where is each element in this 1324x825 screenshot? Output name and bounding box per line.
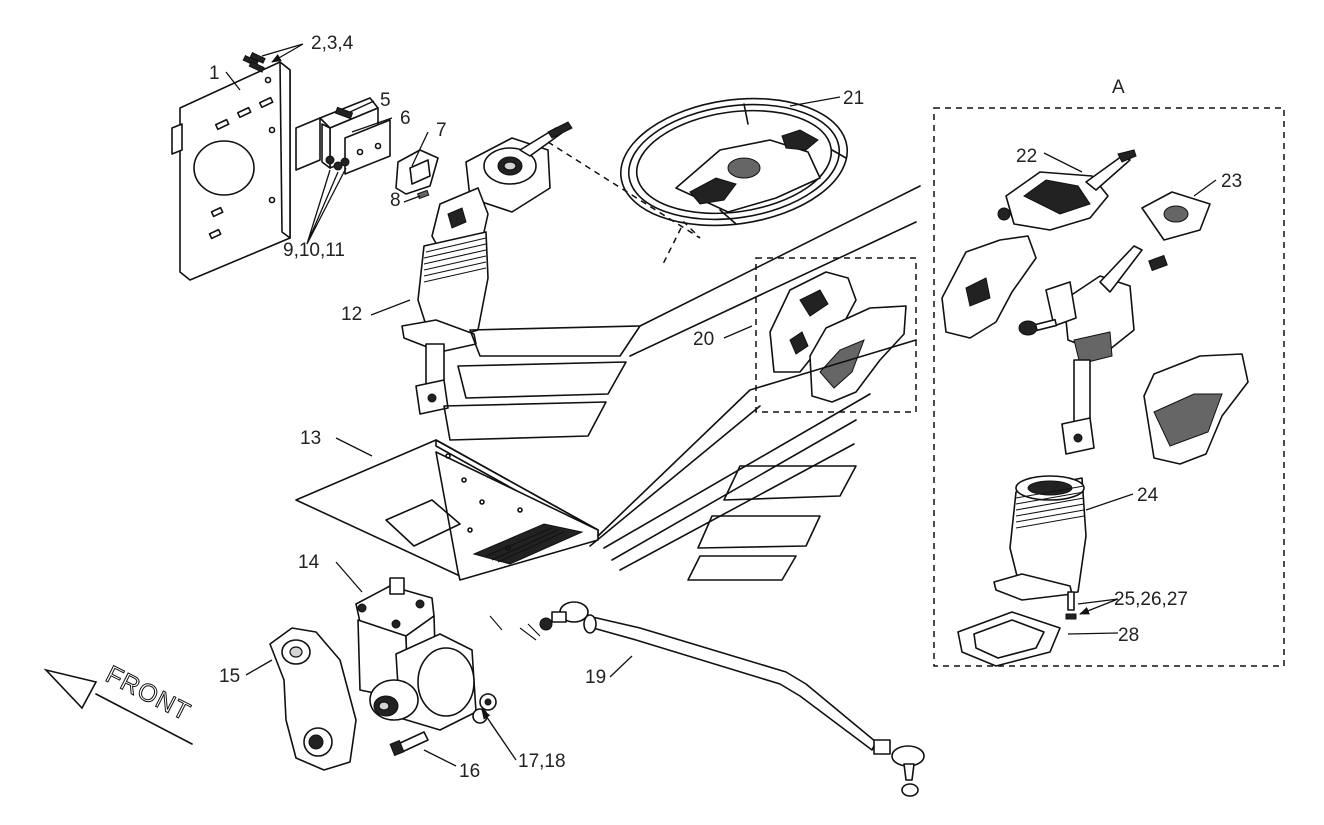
front-direction-indicator: FRONT <box>43 660 196 745</box>
nuts-9-10-11 <box>325 155 350 171</box>
label-7: 7 <box>436 120 447 141</box>
drag-link-part <box>489 601 925 797</box>
label-2-3-4: 2,3,4 <box>311 33 354 54</box>
floor-plate-part <box>295 439 599 581</box>
screws-2-3-4 <box>242 51 266 73</box>
label-8: 8 <box>390 190 401 211</box>
bolt-5 <box>334 106 354 120</box>
label-21: 21 <box>843 88 864 109</box>
front-label: FRONT <box>101 660 195 726</box>
label-23: 23 <box>1221 171 1242 192</box>
detail-a-group <box>941 149 1249 667</box>
label-20: 20 <box>693 329 714 350</box>
label-15: 15 <box>219 666 240 687</box>
steering-wheel-part <box>619 97 849 227</box>
label-22: 22 <box>1016 146 1037 167</box>
steering-column-part <box>401 121 573 415</box>
mounting-plate-part <box>171 61 291 281</box>
detail-a-label: A <box>1112 77 1125 98</box>
bolt-16 <box>389 731 429 757</box>
label-9-10-11: 9,10,11 <box>283 240 345 261</box>
covers-part-20 <box>769 271 907 403</box>
pin-8 <box>416 189 430 200</box>
label-19: 19 <box>585 667 606 688</box>
label-24: 24 <box>1137 485 1159 506</box>
layout-arrow-graphic <box>443 185 921 581</box>
label-6: 6 <box>400 108 411 129</box>
label-14: 14 <box>298 552 320 573</box>
label-17-18: 17,18 <box>518 751 566 772</box>
label-12: 12 <box>341 304 362 325</box>
label-16: 16 <box>459 761 480 782</box>
label-28: 28 <box>1118 625 1139 646</box>
label-13: 13 <box>300 428 321 449</box>
leader-lines <box>225 43 1217 767</box>
steering-gear-part <box>355 577 477 731</box>
callout-labels: 1 2,3,4 5 6 7 8 9,10,11 12 13 14 15 16 1… <box>209 33 1242 782</box>
label-1: 1 <box>209 63 220 84</box>
label-25-26-27: 25,26,27 <box>1114 589 1188 610</box>
pitman-arm-part <box>269 627 357 771</box>
label-5: 5 <box>380 90 391 111</box>
